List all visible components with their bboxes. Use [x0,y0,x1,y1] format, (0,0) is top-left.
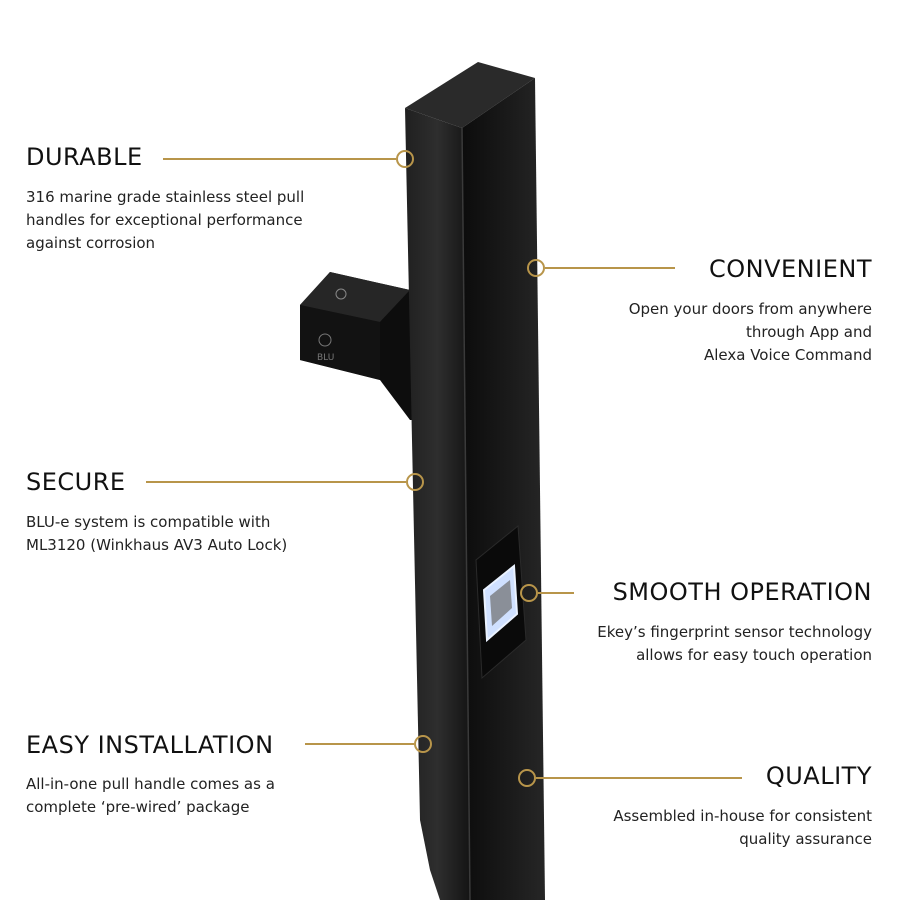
feature-title-smooth-operation: SMOOTH OPERATION [612,578,872,606]
hotspot-smooth-operation[interactable] [520,584,538,602]
feature-desc-convenient: Open your doors from anywhere through Ap… [629,298,872,367]
desc-line: Alexa Voice Command [703,346,872,364]
connector-quality [536,777,742,779]
hotspot-secure[interactable] [406,473,424,491]
feature-desc-easy-installation: All-in-one pull handle comes as a comple… [26,773,275,819]
desc-line: handles for exceptional performance [26,211,303,229]
hotspot-easy-installation[interactable] [414,735,432,753]
connector-durable [163,158,396,160]
hotspot-convenient[interactable] [527,259,545,277]
desc-line: All-in-one pull handle comes as a [26,775,275,793]
feature-title-convenient: CONVENIENT [709,255,872,283]
feature-title-quality: QUALITY [765,762,872,790]
connector-easy-installation [305,743,414,745]
power-icon [335,288,347,300]
desc-line: complete ‘pre-wired’ package [26,798,250,816]
desc-line: allows for easy touch operation [636,646,872,664]
logo-text: BLU [317,353,334,363]
fingerprint-sensor [475,525,527,680]
feature-desc-quality: Assembled in-house for consistent qualit… [613,805,872,851]
feature-title-durable: DURABLE [26,143,143,171]
desc-line: Open your doors from anywhere [628,300,872,318]
desc-line: 316 marine grade stainless steel pull [26,188,305,206]
logo-mark-icon [318,333,332,347]
desc-line: ML3120 (Winkhaus AV3 Auto Lock) [26,536,288,554]
hotspot-durable[interactable] [396,150,414,168]
desc-line: Assembled in-house for consistent [613,807,872,825]
standoff-arm: BLU [300,272,430,420]
desc-line: Ekey’s fingerprint sensor technology [597,623,872,641]
feature-desc-smooth-operation: Ekey’s fingerprint sensor technology all… [597,621,872,667]
desc-line: against corrosion [26,234,156,252]
feature-title-secure: SECURE [26,468,126,496]
hotspot-quality[interactable] [518,769,536,787]
connector-secure [146,481,406,483]
desc-line: quality assurance [739,830,872,848]
feature-title-easy-installation: EASY INSTALLATION [26,731,274,759]
feature-desc-durable: 316 marine grade stainless steel pull ha… [26,186,304,255]
connector-smooth-operation [538,592,574,594]
connector-convenient [545,267,675,269]
desc-line: through App and [746,323,872,341]
handle-bar [405,62,545,900]
desc-line: BLU-e system is compatible with [26,513,271,531]
feature-desc-secure: BLU-e system is compatible with ML3120 (… [26,511,287,557]
